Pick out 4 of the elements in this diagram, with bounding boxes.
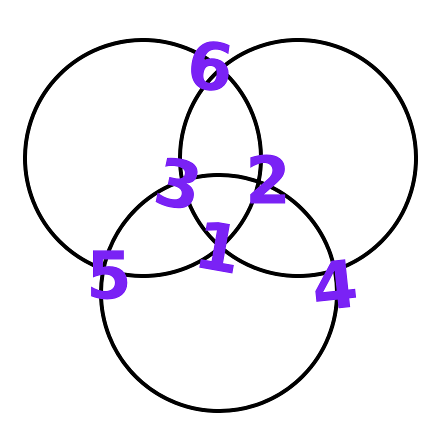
callout-number: 3 <box>150 155 206 217</box>
callout-number: 4 <box>309 258 361 316</box>
callout-number: 6 <box>184 38 236 98</box>
callout-number: 1 <box>190 219 246 279</box>
